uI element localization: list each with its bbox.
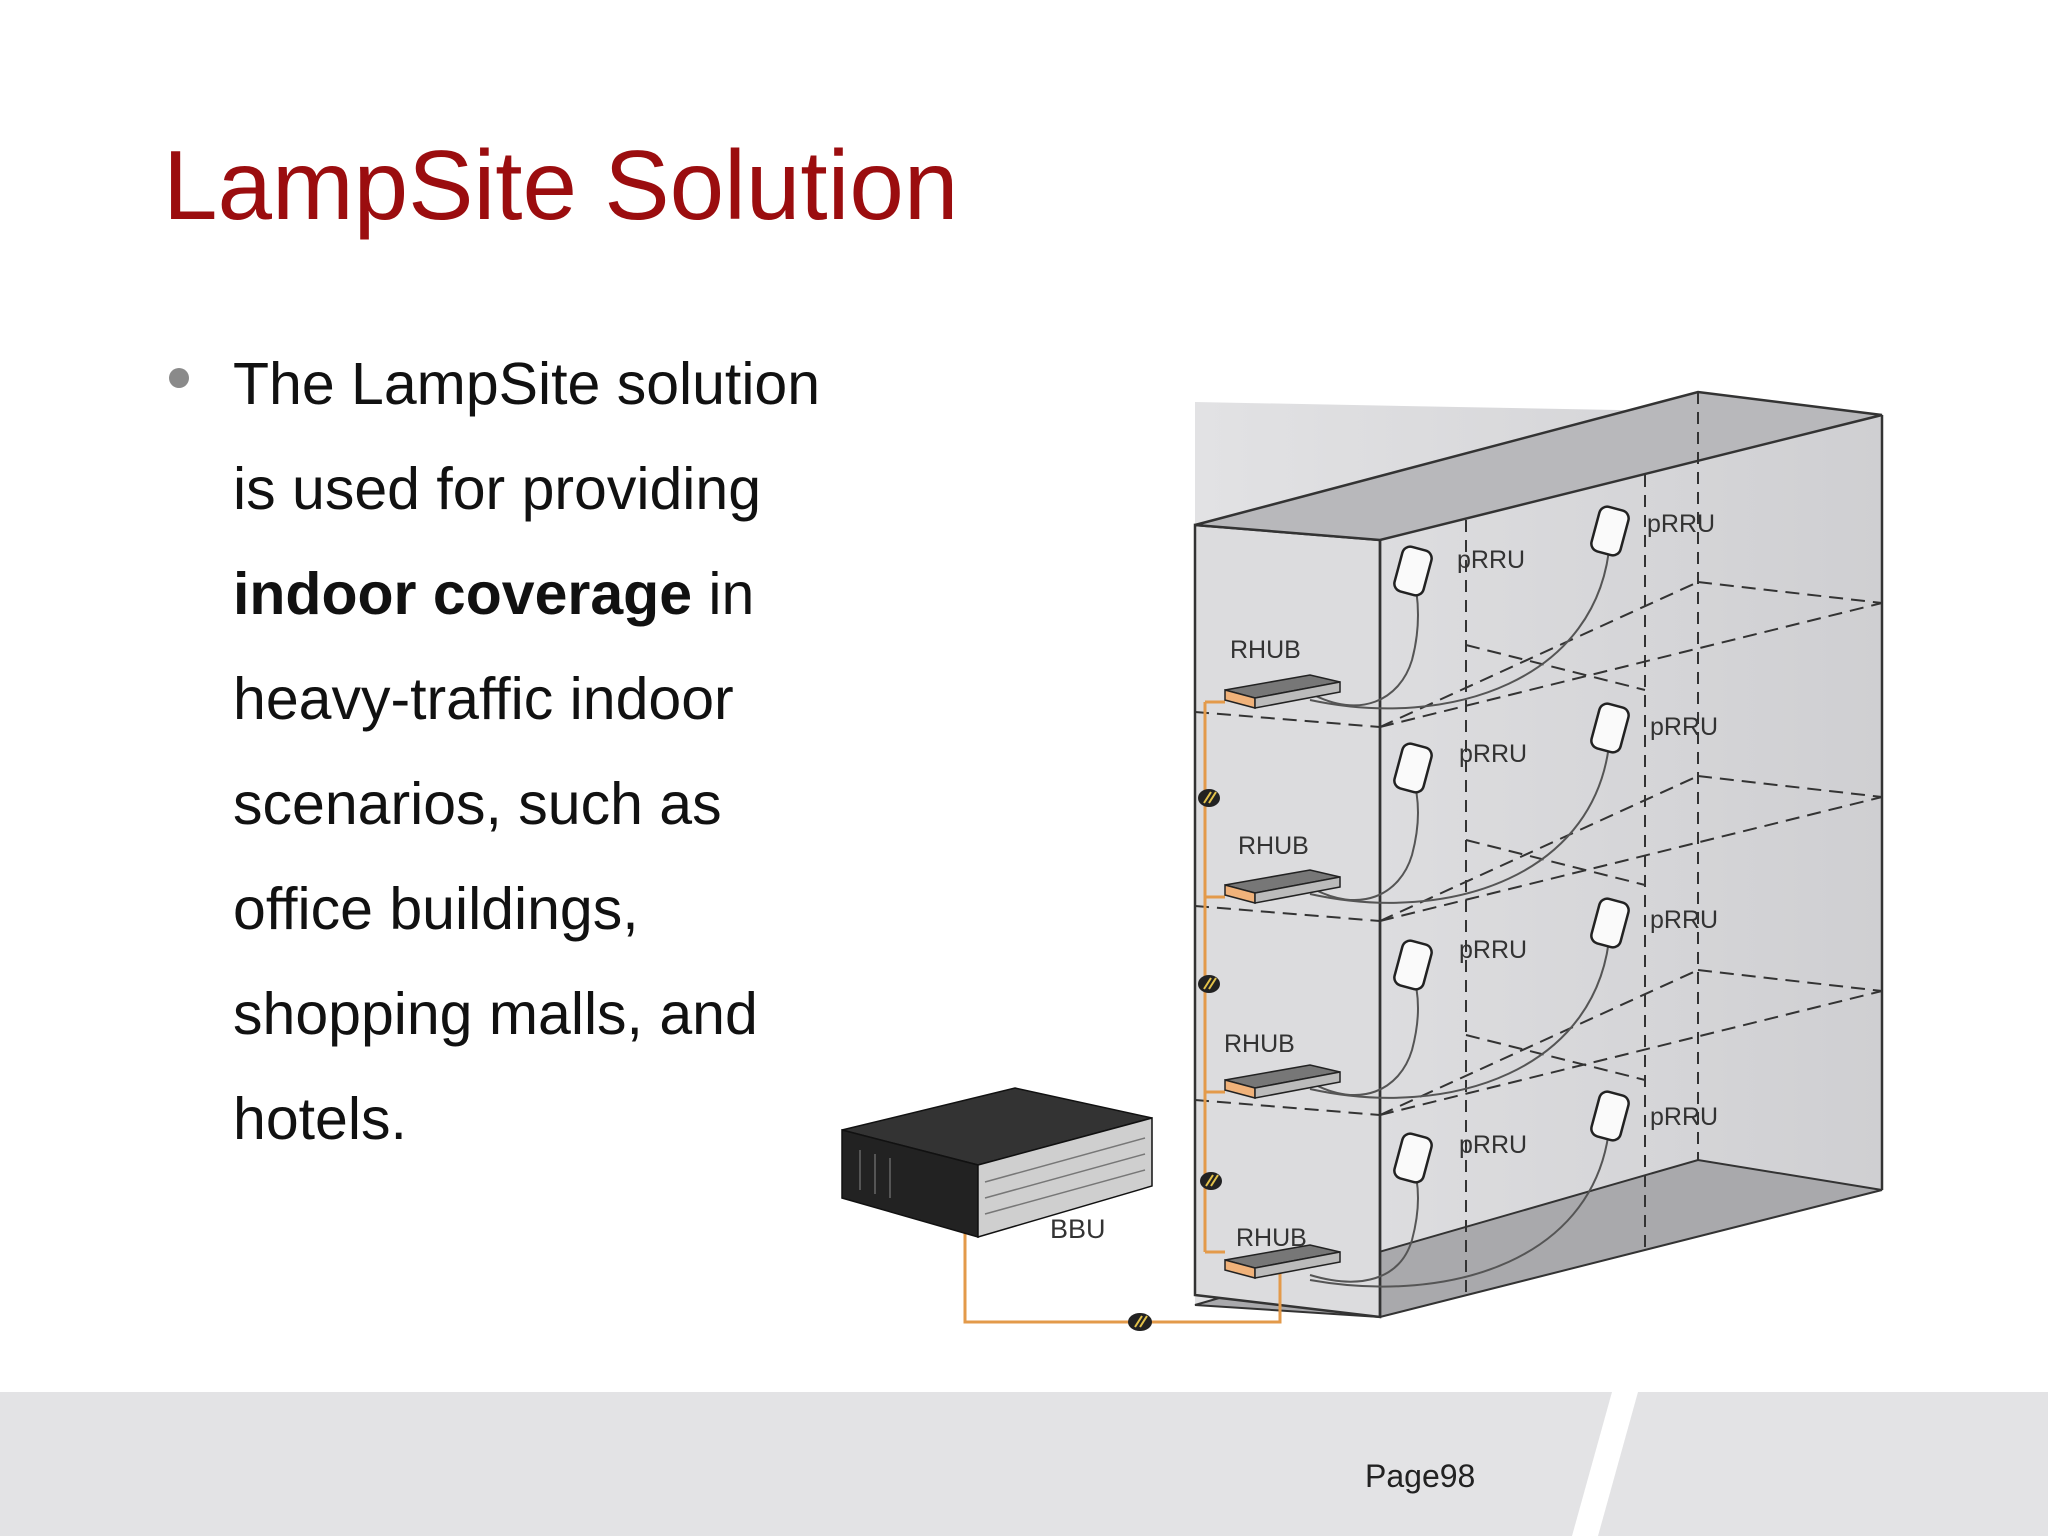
fiber-connector-icons xyxy=(1128,789,1222,1331)
prru-label-1: pRRU xyxy=(1457,546,1525,574)
prru-devices xyxy=(1393,505,1630,1184)
prru-label-6: pRRU xyxy=(1650,906,1718,934)
rhub-label-1: RHUB xyxy=(1230,636,1301,664)
bbu-device xyxy=(841,1087,1153,1239)
rhub-label-4: RHUB xyxy=(1236,1224,1307,1252)
bullet-text-part1: The LampSite solution is used for provid… xyxy=(233,351,821,522)
lampsite-diagram: RHUB RHUB RHUB RHUB pRRU pRRU pRRU pRRU … xyxy=(800,360,1900,1365)
bullet-text-bold: indoor coverage xyxy=(233,561,693,627)
copper-cables xyxy=(1309,525,1611,1288)
rhub-label-2: RHUB xyxy=(1238,832,1309,860)
prru-label-7: pRRU xyxy=(1459,1131,1527,1159)
prru-label-2: pRRU xyxy=(1647,510,1715,538)
prru-label-8: pRRU xyxy=(1650,1103,1718,1131)
slide-title: LampSite Solution xyxy=(163,130,959,240)
bullet-text-part2: in heavy-traffic indoor scenarios, such … xyxy=(233,561,758,1152)
rhub-devices xyxy=(1224,674,1341,1279)
bbu-label: BBU xyxy=(1050,1214,1106,1244)
slide-footer xyxy=(0,1392,2048,1536)
prru-label-3: pRRU xyxy=(1459,740,1527,768)
rhub-label-3: RHUB xyxy=(1224,1030,1295,1058)
page-number: Page98 xyxy=(1365,1458,1476,1494)
prru-label-4: pRRU xyxy=(1650,713,1718,741)
bullet-item: The LampSite solution is used for provid… xyxy=(233,332,853,1172)
prru-label-5: pRRU xyxy=(1459,936,1527,964)
bullet-dot-icon xyxy=(169,368,189,388)
